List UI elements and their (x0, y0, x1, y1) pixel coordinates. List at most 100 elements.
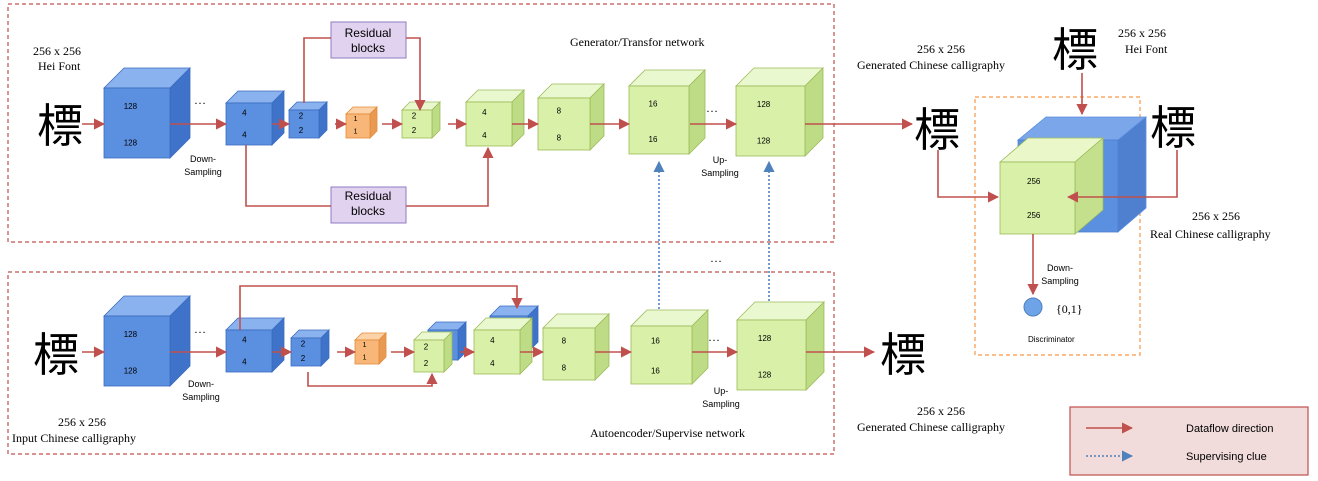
autoencoder-cube-7: 88 (542, 313, 610, 381)
generator-cube-6-bottom-dim: 4 (482, 131, 487, 140)
legend-dataflow-label: Dataflow direction (1186, 423, 1273, 435)
legend-supervising-label: Supervising clue (1186, 451, 1267, 463)
generator-cube-1-bottom-dim: 128 (124, 138, 138, 147)
generator-cube-9-top-dim: 128 (757, 100, 771, 109)
discriminator-output-label: {0,1} (1056, 302, 1083, 316)
svg-text:Down-Sampling: Down-Sampling (184, 154, 222, 177)
autoencoder-cube-8-top-dim: 16 (651, 336, 660, 345)
autoencoder-network-frame (7, 271, 835, 455)
generator-input-size: 256 x 256 (33, 44, 81, 58)
generator-cube-3: 22 (288, 101, 328, 139)
legend: Dataflow direction Supervising clue (1069, 406, 1309, 476)
autoencoder-cube-7-bottom-dim: 8 (562, 364, 567, 373)
autoencoder-down-sampling-label: Down-Sampling (182, 379, 220, 402)
generator-cube-7: 88 (537, 83, 605, 151)
generator-cube-1-top-dim: 128 (124, 102, 138, 111)
generator-cube-2-top-dim: 4 (242, 109, 247, 118)
real-calligraphy-label: Real Chinese calligraphy (1150, 227, 1271, 241)
generator-arrows (82, 37, 914, 207)
generator-cube-6: 44 (465, 89, 525, 147)
autoencoder-input-glyph: 標 (33, 330, 79, 381)
generator-cube-4-top-dim: 1 (354, 116, 358, 123)
generator-cube-2: 44 (225, 90, 285, 146)
generator-input-glyph: 標 (37, 101, 83, 152)
autoencoder-dots-2: … (708, 330, 720, 344)
generator-input-font: Hei Font (38, 59, 81, 73)
autoencoder-cube-3-top-dim: 2 (301, 339, 306, 348)
generator-cube-7-top-dim: 8 (557, 107, 562, 116)
autoencoder-cube-2-bottom-dim: 4 (242, 357, 247, 366)
svg-text:Down-Sampling: Down-Sampling (182, 379, 220, 402)
autoencoder-dots-1: … (194, 322, 206, 336)
autoencoder-cube-5-top-dim: 2 (424, 343, 429, 352)
generator-output-size: 256 x 256 (917, 42, 965, 56)
svg-text:Up-Sampling: Up-Sampling (701, 155, 739, 178)
autoencoder-cube-4-top-dim: 1 (363, 342, 367, 349)
autoencoder-cube-9-bottom-dim: 128 (758, 370, 772, 379)
autoencoder-arrows (82, 285, 876, 387)
hei-font-size: 256 x 256 (1118, 26, 1166, 40)
generator-cube-9-bottom-dim: 128 (757, 136, 771, 145)
autoencoder-cube-2-top-dim: 4 (242, 336, 247, 345)
discriminator-cube-top-label: 256 (1027, 177, 1041, 186)
generator-cube-5-bottom-dim: 2 (412, 126, 417, 135)
autoencoder-cube-1-bottom-dim: 128 (124, 366, 138, 375)
autoencoder-up-sampling-label: Up-Sampling (702, 386, 740, 409)
discriminator-frame (974, 96, 1141, 356)
autoencoder-output-size: 256 x 256 (917, 404, 965, 418)
hei-font-label: Hei Font (1125, 42, 1168, 56)
middle-dots: … (710, 251, 722, 265)
discriminator-output-node (1023, 297, 1043, 317)
legend-box (1069, 406, 1309, 476)
hei-font-glyph: 標 (1052, 25, 1098, 76)
discriminator-name: Discriminator (1028, 335, 1075, 344)
autoencoder-cube-9: 128 128 (736, 301, 825, 391)
generator-cube-4: 11 (345, 106, 378, 139)
svg-text:Down-Sampling: Down-Sampling (1041, 263, 1079, 286)
autoencoder-cube-8-bottom-dim: 16 (651, 367, 660, 376)
real-calligraphy-glyph: 標 (1150, 103, 1196, 154)
generator-network-frame (7, 3, 835, 243)
discriminator-arrows (937, 73, 1178, 296)
generator-output-glyph: 標 (914, 105, 960, 156)
generator-cube-5: 22 (401, 101, 441, 139)
autoencoder-cube-5-bottom-dim: 2 (424, 359, 429, 368)
generator-cube-8-top-dim: 16 (649, 99, 658, 108)
discriminator-down-sampling-label: Down-Sampling (1041, 263, 1079, 286)
autoencoder-input-size: 256 x 256 (58, 415, 106, 429)
autoencoder-cube-4-bottom-dim: 1 (363, 355, 367, 362)
autoencoder-title: Autoencoder/Supervise network (590, 426, 745, 440)
generator-dots-1: … (194, 93, 206, 107)
generator-down-sampling-label: Down-Sampling (184, 154, 222, 177)
generator-cube-3-bottom-dim: 2 (299, 126, 304, 135)
autoencoder-cube-1-top-dim: 128 (124, 330, 138, 339)
generator-cube-5-top-dim: 2 (412, 111, 417, 120)
generator-cube-9: 128 128 (735, 67, 824, 157)
real-calligraphy-size: 256 x 256 (1192, 209, 1240, 223)
autoencoder-cube-2: 44 (225, 317, 285, 373)
autoencoder-cube-6: 44 (473, 317, 533, 375)
supervising-arrows (653, 160, 775, 325)
residual-block-bottom (330, 186, 407, 224)
autoencoder-cube-9-top-dim: 128 (758, 334, 772, 343)
generator-cube-2-bottom-dim: 4 (242, 130, 247, 139)
generator-cube-6-top-dim: 4 (482, 108, 487, 117)
generator-cube-3-top-dim: 2 (299, 111, 304, 120)
autoencoder-cube-6-top-dim: 4 (490, 336, 495, 345)
autoencoder-input-label: Input Chinese calligraphy (12, 431, 136, 445)
autoencoder-cube-7-top-dim: 8 (562, 337, 567, 346)
discriminator-cube-bottom-label: 256 (1027, 211, 1041, 220)
autoencoder-cube-4: 11 (354, 332, 387, 365)
generator-output-label: Generated Chinese calligraphy (857, 58, 1005, 72)
autoencoder-cube-3-bottom-dim: 2 (301, 354, 306, 363)
generator-title: Generator/Transfor network (570, 35, 705, 49)
generator-cube-7-bottom-dim: 8 (557, 134, 562, 143)
generator-cube-1: 128 128 (103, 67, 191, 159)
residual-block-top (330, 21, 407, 59)
autoencoder-output-glyph: 標 (880, 330, 926, 381)
